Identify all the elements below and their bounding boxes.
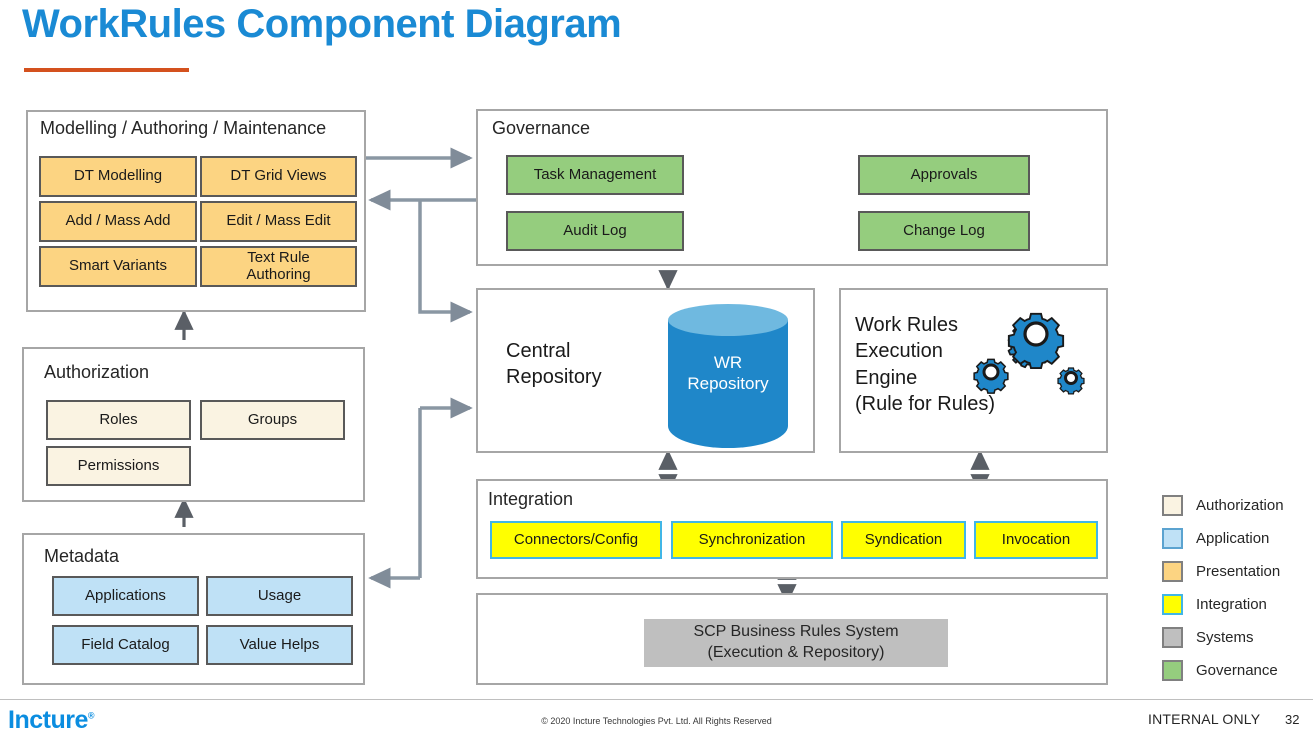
box-scp-business-rules-system[interactable]: SCP Business Rules System (Execution & R… <box>644 619 948 667</box>
legend-item-governance: Governance <box>1162 654 1284 687</box>
panel-metadata-title: Metadata <box>44 546 120 566</box>
legend-swatch-systems <box>1162 627 1183 648</box>
wr-repository-label: WR Repository <box>687 353 769 394</box>
box-dt-grid-views[interactable]: DT Grid Views <box>200 156 357 197</box>
legend-item-presentation: Presentation <box>1162 555 1284 588</box>
registered-mark-icon: ® <box>87 710 95 721</box>
cylinder-top-ellipse <box>668 304 788 336</box>
page-number: 32 <box>1285 712 1300 727</box>
box-syndication[interactable]: Syndication <box>841 521 966 559</box>
legend-label-governance: Governance <box>1196 662 1278 679</box>
legend-label-systems: Systems <box>1196 629 1254 646</box>
panel-integration: Integration Connectors/Config Synchroniz… <box>476 479 1108 579</box>
panel-central-repository: Central Repository WR Repository <box>476 288 815 453</box>
legend-swatch-governance <box>1162 660 1183 681</box>
panel-governance: Governance Task Management Approvals Aud… <box>476 109 1108 266</box>
gears-icon <box>973 312 1085 395</box>
legend: Authorization Application Presentation I… <box>1162 489 1284 687</box>
cylinder-body <box>668 320 788 448</box>
incture-logo-text: Incture <box>8 706 88 734</box>
wr-repository-cylinder: WR Repository <box>668 304 788 448</box>
panel-modelling-title: Modelling / Authoring / Maintenance <box>40 118 327 138</box>
panel-governance-title: Governance <box>492 118 591 138</box>
box-permissions[interactable]: Permissions <box>46 446 191 486</box>
classification-label: INTERNAL ONLY <box>1148 711 1261 727</box>
legend-label-authorization: Authorization <box>1196 497 1284 514</box>
box-task-management[interactable]: Task Management <box>506 155 684 195</box>
legend-swatch-application <box>1162 528 1183 549</box>
panel-authorization-title: Authorization <box>44 362 150 382</box>
legend-swatch-authorization <box>1162 495 1183 516</box>
panel-metadata: Metadata Applications Usage Field Catalo… <box>22 533 365 685</box>
box-approvals[interactable]: Approvals <box>858 155 1030 195</box>
box-applications[interactable]: Applications <box>52 576 199 616</box>
page-title: WorkRules Component Diagram <box>22 2 622 46</box>
box-connectors-config[interactable]: Connectors/Config <box>490 521 662 559</box>
legend-label-integration: Integration <box>1196 596 1267 613</box>
box-add-mass-add[interactable]: Add / Mass Add <box>39 201 197 242</box>
legend-swatch-integration <box>1162 594 1183 615</box>
box-audit-log[interactable]: Audit Log <box>506 211 684 251</box>
legend-item-integration: Integration <box>1162 588 1284 621</box>
panel-scp: SCP Business Rules System (Execution & R… <box>476 593 1108 685</box>
footer-divider <box>0 699 1313 700</box>
legend-item-systems: Systems <box>1162 621 1284 654</box>
copyright-text: © 2020 Incture Technologies Pvt. Ltd. Al… <box>541 716 772 726</box>
panel-integration-title: Integration <box>488 489 574 509</box>
box-value-helps[interactable]: Value Helps <box>206 625 353 665</box>
box-change-log[interactable]: Change Log <box>858 211 1030 251</box>
central-repository-label: Central Repository <box>506 340 602 388</box>
box-smart-variants[interactable]: Smart Variants <box>39 246 197 287</box>
box-field-catalog[interactable]: Field Catalog <box>52 625 199 665</box>
legend-label-application: Application <box>1196 530 1270 547</box>
box-edit-mass-edit[interactable]: Edit / Mass Edit <box>200 201 357 242</box>
box-roles[interactable]: Roles <box>46 400 191 440</box>
box-invocation[interactable]: Invocation <box>974 521 1098 559</box>
incture-logo: Incture® <box>8 706 95 735</box>
panel-execution-engine: Work Rules Execution Engine (Rule for Ru… <box>839 288 1108 453</box>
legend-item-authorization: Authorization <box>1162 489 1284 522</box>
legend-item-application: Application <box>1162 522 1284 555</box>
panel-authorization: Authorization Roles Groups Permissions <box>22 347 365 502</box>
panel-modelling: Modelling / Authoring / Maintenance DT M… <box>26 110 366 312</box>
box-synchronization[interactable]: Synchronization <box>671 521 833 559</box>
box-text-rule-authoring[interactable]: Text Rule Authoring <box>200 246 357 287</box>
execution-engine-label: Work Rules Execution Engine (Rule for Ru… <box>855 314 996 416</box>
title-underline-accent <box>24 68 189 72</box>
box-usage[interactable]: Usage <box>206 576 353 616</box>
legend-label-presentation: Presentation <box>1196 563 1281 580</box>
legend-swatch-presentation <box>1162 561 1183 582</box>
box-groups[interactable]: Groups <box>200 400 345 440</box>
box-dt-modelling[interactable]: DT Modelling <box>39 156 197 197</box>
